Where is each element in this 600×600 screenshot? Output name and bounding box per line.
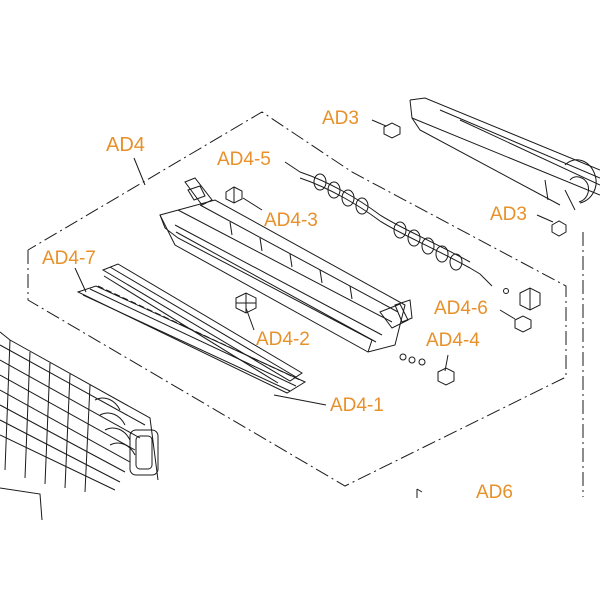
callout-ad4-3: AD4-3 [264,210,318,231]
part-ad4-2-bracket [235,292,257,314]
part-ad4-6-cap [469,267,541,333]
part-ad6-mark [416,488,423,498]
part-ad3-clip-top [383,122,401,139]
part-ad4-main-pan [159,177,413,353]
ad4-group-boundary [27,111,567,487]
callout-ad4-4: AD4-4 [426,330,480,351]
callout-ad4-6: AD4-6 [434,298,488,319]
callout-ad4-7: AD4-7 [42,248,96,269]
part-ad4-3-clip [225,186,243,204]
callout-ad4-2: AD4-2 [256,329,310,350]
part-ad4-5-vane-assembly [299,171,471,271]
callout-ad4: AD4 [106,134,145,156]
leader-ad4 [133,157,146,186]
leader-ad4-3 [242,197,263,211]
callout-ad4-5: AD4-5 [217,149,271,170]
leader-ad3-top [371,119,387,127]
part-ad4-4-screws [399,353,455,386]
leader-ad4-1 [273,394,327,406]
callout-ad3-right: AD3 [490,204,527,225]
leader-ad4-5 [284,161,301,173]
part-ad4-7-filter-strip [76,285,307,394]
callout-ad4-1: AD4-1 [330,395,384,416]
leader-ad4-6 [499,309,516,320]
leader-ad4-2 [245,307,255,331]
callout-ad3-top: AD3 [322,108,359,129]
part-ad3-clip-right [551,220,567,237]
part-cabinet-frame [409,97,600,211]
callout-ad6: AD6 [476,482,513,503]
leader-ad3-right [536,214,554,223]
leader-ad4-7 [74,267,87,293]
part-heat-exchanger [0,331,159,521]
part-ad4-1-rail [101,263,303,384]
